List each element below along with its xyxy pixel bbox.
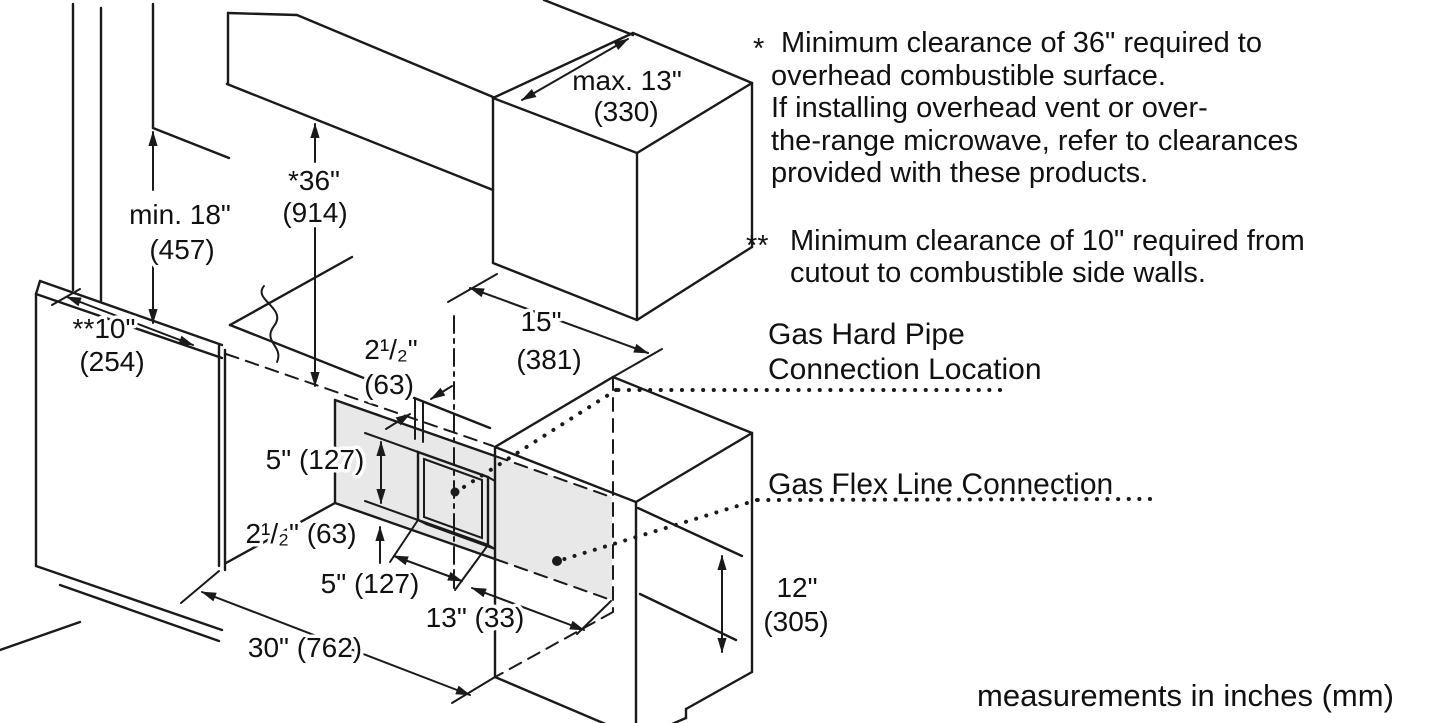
dimension-arrows [51,38,727,704]
dim-10-inches: **10" [73,313,136,344]
countertop-lines [224,353,494,565]
dim-2-5-bottom: 2¹/₂" (63) [245,518,356,549]
dim-5-left: 5" (127) [266,444,365,475]
note1-marker: * [753,33,764,65]
hard-pipe-label-line1: Gas Hard Pipe [768,318,965,351]
flex-line-leader [552,497,1152,566]
dim-15-mm: (381) [516,344,581,375]
note2-line2: cutout to combustible side walls. [790,257,1206,289]
note2-line1: Minimum clearance of 10" required from [790,225,1305,257]
chimney-lines [71,2,103,303]
dim-2-5-top-mm: (63) [364,369,414,400]
backsplash-strip [335,400,612,600]
dim-13: 13" (33) [426,602,525,633]
dim-5-bottom: 5" (127) [321,568,420,599]
right-cabinet [493,375,754,723]
flex-line-point [552,556,562,566]
hard-pipe-leader [454,388,1002,494]
dim-2-5-top-inches: 2¹/₂" [364,334,417,365]
vent-duct [151,2,231,160]
note2-marker: ** [746,230,769,262]
hard-pipe-label-line2: Connection Location [768,353,1042,386]
centerline [414,315,455,589]
note1-line1: Minimum clearance of 36" required to [781,27,1262,59]
dim-12-mm: (305) [763,606,828,637]
dim-36-mm: (914) [282,197,347,228]
note1-line2: overhead combustible surface. [771,60,1166,92]
dim-12-inches: 12" [776,572,817,603]
backsplash-strip-edges [333,398,744,642]
note1-line5: provided with these products. [771,157,1148,189]
dim-min-18-inches: min. 18" [129,199,231,230]
soffit-beam [225,0,635,192]
wall-break-squiggle [228,255,492,430]
note1-line3: If installing overhead vent or over- [771,92,1208,124]
dim-max-13-inches: max. 13" [572,65,682,96]
dim-max-13-mm: (330) [593,96,658,127]
note-36-clearance: * Minimum clearance of 36" required to o… [753,27,1298,189]
flex-line-label: Gas Flex Line Connection [768,468,1113,501]
dim-30: 30" (762) [248,632,362,663]
dim-10-mm: (254) [79,346,144,377]
units-note: measurements in inches (mm) [977,678,1394,713]
note1-line4: the-range microwave, refer to clearances [771,125,1298,157]
note-10-clearance: ** Minimum clearance of 10" required fro… [746,225,1305,289]
dim-36-inches: *36" [288,165,340,196]
dim-min-18-mm: (457) [149,234,214,265]
dim-15-inches: 15" [520,306,561,337]
